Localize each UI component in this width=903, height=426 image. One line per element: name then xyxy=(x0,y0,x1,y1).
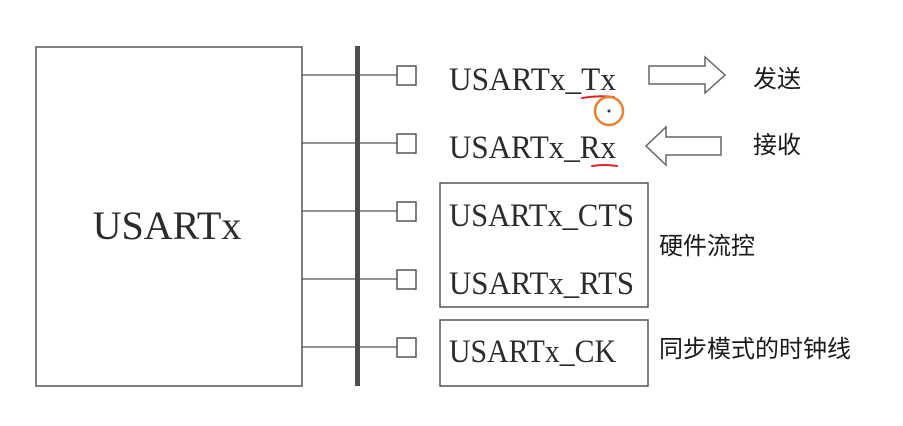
usart-block-label: USARTx xyxy=(93,203,242,248)
pin-label-rts: USARTx_RTS xyxy=(449,266,634,302)
usart-block xyxy=(35,46,303,387)
sync-clock-note: 同步模式的时钟线 xyxy=(659,335,851,363)
block-to-bus-lines xyxy=(302,74,355,348)
pin-squares xyxy=(396,65,417,358)
hardware-flow-control-note: 硬件流控 xyxy=(659,232,755,260)
pin-label-cts: USARTx_CTS xyxy=(449,198,634,234)
signal-bus xyxy=(355,46,360,386)
bus-to-pin-lines xyxy=(360,74,397,348)
pin-label-tx: USARTx_Tx xyxy=(449,62,616,98)
pin-square-tx xyxy=(396,65,417,86)
rx-underline-mark xyxy=(591,164,618,167)
flow-control-group-box xyxy=(439,182,649,308)
pin-label-rx: USARTx_Rx xyxy=(449,130,616,166)
cursor-highlight-ring xyxy=(593,95,625,127)
receive-arrow xyxy=(644,125,722,167)
clock-group-box xyxy=(439,319,649,387)
pin-square-rx xyxy=(396,133,417,154)
pin-label-ck: USARTx_CK xyxy=(449,334,616,370)
pin-square-rts xyxy=(396,269,417,290)
receive-note: 接收 xyxy=(753,131,801,159)
send-note: 发送 xyxy=(753,65,801,93)
cursor-dot xyxy=(607,109,611,113)
pin-square-ck xyxy=(396,337,417,358)
send-arrow xyxy=(648,55,727,95)
pin-square-cts xyxy=(396,201,417,222)
